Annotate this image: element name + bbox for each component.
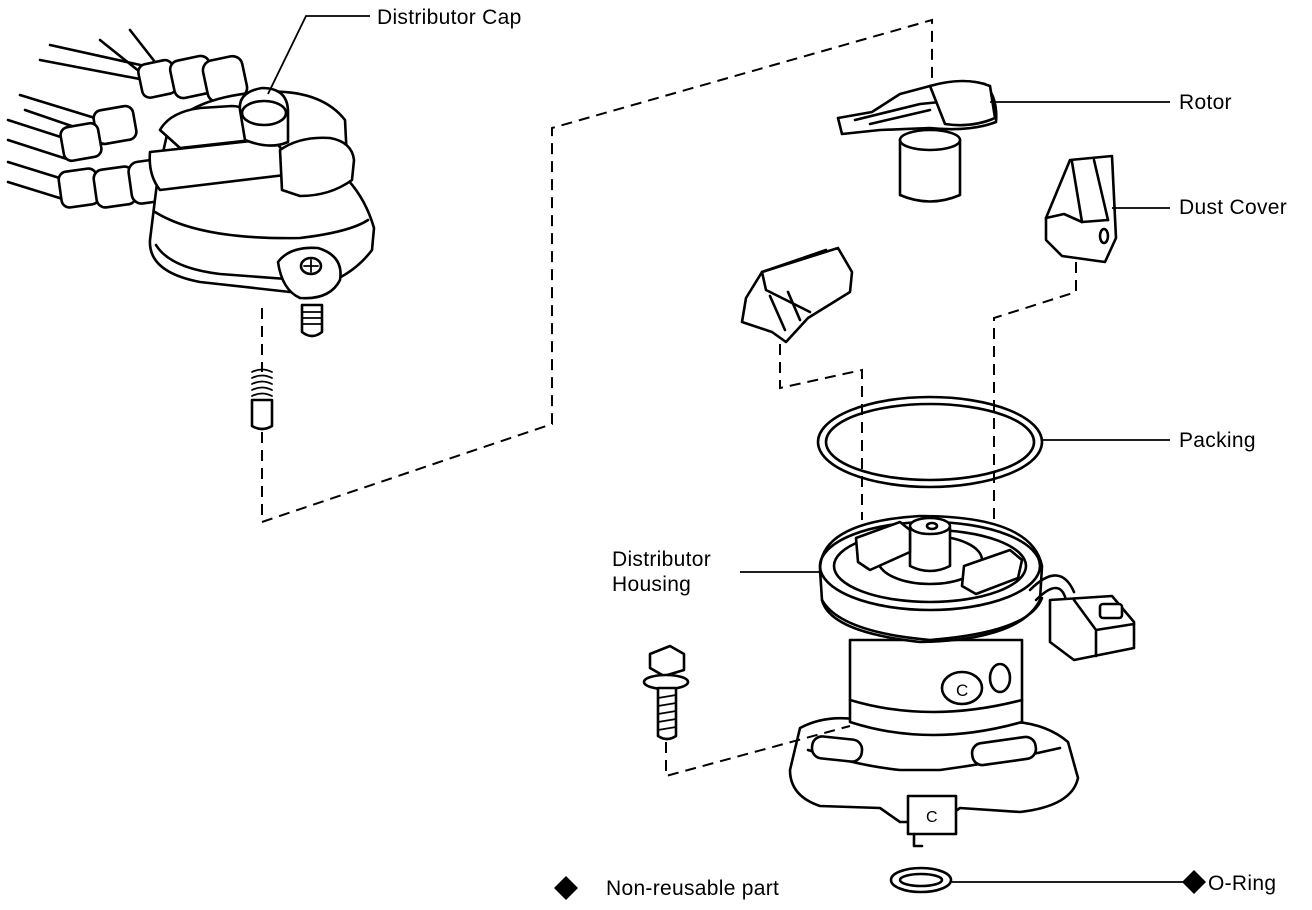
- label-distributor-housing-line1: Distributor: [612, 548, 711, 571]
- label-packing: Packing: [1179, 429, 1256, 452]
- label-distributor-housing-line2: Housing: [612, 573, 691, 596]
- diamond-icon: [554, 876, 578, 900]
- leader-lines: [267, 15, 1186, 883]
- dust-cover-right: [1044, 154, 1118, 264]
- wire-boots: [57, 54, 249, 209]
- label-o-ring: O-Ring: [1208, 872, 1276, 895]
- packing: [816, 395, 1044, 489]
- distributor-housing: C C: [788, 514, 1136, 848]
- rotor: [836, 79, 998, 203]
- label-dust-cover: Dust Cover: [1179, 196, 1287, 219]
- o-ring: [889, 866, 953, 894]
- assembly-lines: [261, 18, 1077, 778]
- shaft-mark-c: C: [926, 809, 938, 826]
- distributor-cap: [6, 28, 376, 338]
- label-rotor: Rotor: [1179, 91, 1232, 114]
- legend-non-reusable-label: Non-reusable part: [606, 877, 779, 900]
- legend: Non-reusable part: [554, 876, 779, 900]
- housing-mark-c: C: [956, 681, 969, 700]
- label-distributor-cap: Distributor Cap: [377, 6, 522, 29]
- dust-cover-left: [740, 246, 854, 344]
- diamond-icon: [1182, 870, 1206, 894]
- hold-down-bolt: [642, 644, 690, 741]
- center-electrode-spring: [250, 368, 274, 431]
